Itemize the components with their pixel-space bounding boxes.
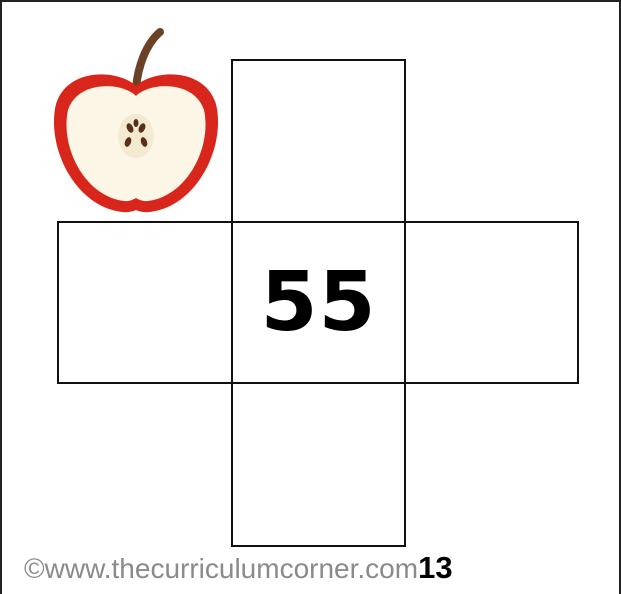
apple-half-icon — [50, 26, 222, 218]
copyright-text: ©www.thecurriculumcorner.com — [24, 553, 418, 585]
footer: ©www.thecurriculumcorner.com 13 — [24, 550, 453, 586]
cell-right — [404, 221, 579, 384]
cell-left — [57, 221, 233, 384]
cell-top — [231, 59, 406, 223]
page-number: 13 — [418, 550, 452, 586]
cell-center: 55 — [231, 221, 406, 384]
cell-bottom — [231, 382, 406, 547]
center-number: 55 — [233, 223, 404, 382]
